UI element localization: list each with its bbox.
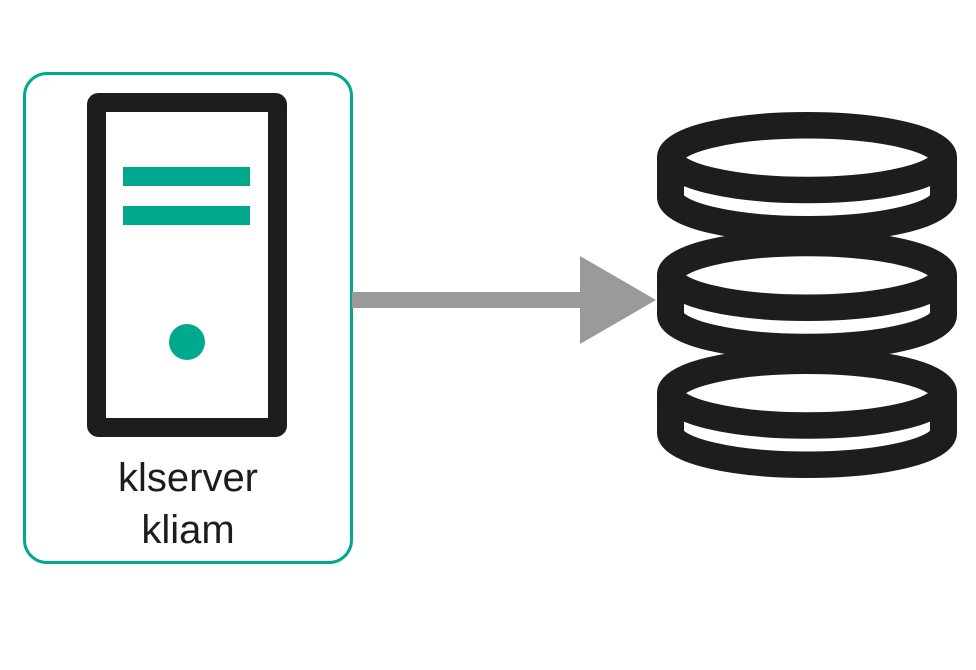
server-node-label-line2: kliam (141, 508, 235, 552)
server-tower-outline (87, 93, 287, 437)
server-power-dot (169, 324, 205, 360)
server-icon (87, 93, 287, 437)
server-slot-bar (123, 206, 250, 225)
server-node-label: klserver kliam (23, 452, 353, 556)
database-disk-top (657, 112, 957, 243)
database-disk-middle (657, 229, 957, 361)
arrow-shaft (352, 292, 582, 308)
arrow-head (580, 256, 656, 344)
arrow-right-icon (352, 256, 656, 344)
database-icon (657, 112, 957, 478)
server-node-label-line1: klserver (117, 456, 259, 500)
server-slot-bar (123, 167, 250, 186)
database-disk-bottom (657, 347, 957, 478)
